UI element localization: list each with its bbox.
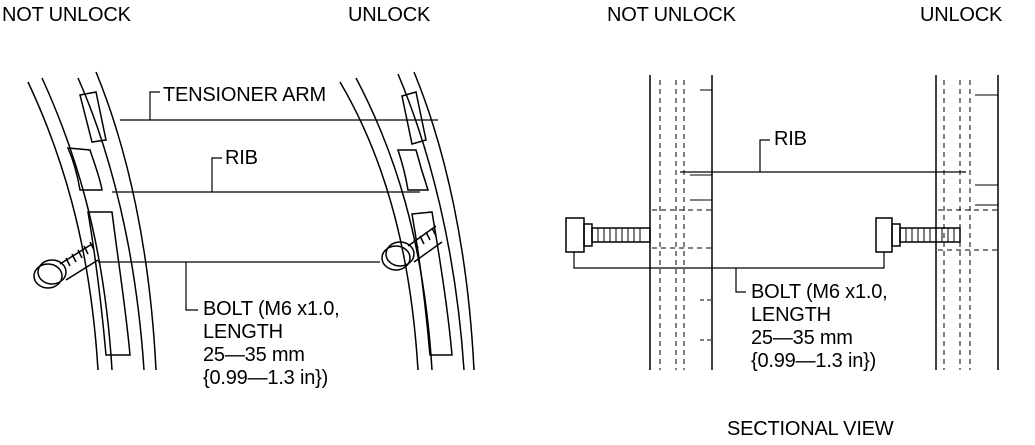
bolt-spec-label-left: BOLT (M6 x1.0, LENGTH 25—35 mm {0.99—1.3…	[203, 298, 340, 389]
bolt-spec-label-right: BOLT (M6 x1.0, LENGTH 25—35 mm {0.99—1.3…	[751, 281, 888, 372]
bolt-section-right	[875, 217, 961, 253]
tensioner-arm-left-section	[27, 71, 157, 371]
bolt-right-unlock	[381, 225, 443, 271]
not-unlock-label-right: NOT UNLOCK	[607, 4, 736, 26]
bolt-left	[33, 241, 99, 289]
rib-label-right: RIB	[774, 128, 807, 150]
sectional-view-left	[649, 75, 713, 370]
tensioner-arm-label: TENSIONER ARM	[163, 84, 326, 106]
leader-lines-right	[573, 139, 966, 293]
tensioner-arm-right-section	[339, 71, 475, 371]
sectional-view-label: SECTIONAL VIEW	[727, 418, 894, 440]
unlock-label-right: UNLOCK	[920, 4, 1003, 26]
leader-lines-left	[98, 91, 438, 311]
unlock-label-left: UNLOCK	[348, 4, 431, 26]
bolt-section-left	[565, 217, 651, 253]
rib-label-left: RIB	[225, 147, 258, 169]
not-unlock-label-left: NOT UNLOCK	[2, 4, 131, 26]
sectional-view-right	[935, 75, 999, 370]
